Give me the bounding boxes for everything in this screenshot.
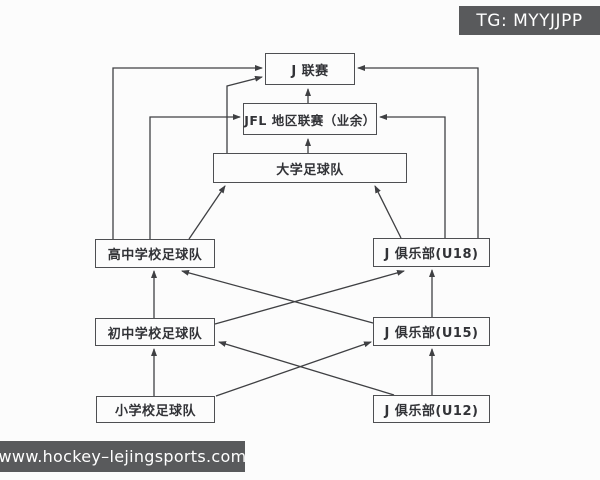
edge-j-club-u18-to-jfl xyxy=(379,114,446,238)
node-university: 大学足球队 xyxy=(213,153,407,183)
node-j-club-u15-label: J 俱乐部(U15) xyxy=(384,326,479,341)
node-j-club-u12-label: J 俱乐部(U12) xyxy=(384,403,479,419)
tg-badge-text: TG: MYYJJPP xyxy=(476,10,583,31)
node-j-club-u18-label: J 俱乐部(U18) xyxy=(384,247,479,262)
node-high-school-label: 高中学校足球队 xyxy=(107,248,203,263)
edge-j-club-u18-to-j-league xyxy=(357,65,479,238)
edge-j-club-u12-to-junior-high xyxy=(218,341,395,396)
node-j-club-u12: J 俱乐部(U12) xyxy=(373,395,490,423)
node-j-club-u18: J 俱乐部(U18) xyxy=(373,238,490,267)
node-j-league: J 联赛 xyxy=(265,53,355,85)
node-jfl: JFL 地区联赛（业余） xyxy=(243,103,377,135)
node-elementary-label: 小学校足球队 xyxy=(114,404,196,419)
node-j-league-label: J 联赛 xyxy=(291,63,329,79)
node-university-label: 大学足球队 xyxy=(276,162,344,178)
edge-university-to-j-league xyxy=(226,75,263,153)
node-elementary: 小学校足球队 xyxy=(96,396,215,423)
edge-high-school-to-j-league xyxy=(112,65,263,239)
edge-elementary-to-j-club-u15 xyxy=(215,341,372,397)
node-junior-high: 初中学校足球队 xyxy=(95,318,215,346)
node-high-school: 高中学校足球队 xyxy=(95,239,215,268)
edge-high-school-to-jfl xyxy=(149,114,241,239)
tg-badge: TG: MYYJJPP xyxy=(459,6,600,35)
node-junior-high-label: 初中学校足球队 xyxy=(107,326,203,342)
watermark: www.hockey–lejingsports.com xyxy=(0,441,247,472)
edge-j-club-u18-to-university xyxy=(374,185,402,239)
node-jfl-label: JFL 地区联赛（业余） xyxy=(244,112,376,128)
edge-high-school-to-university xyxy=(188,185,226,240)
edge-j-club-u15-to-high-school xyxy=(181,269,374,324)
edge-junior-high-to-j-club-u18 xyxy=(214,270,405,325)
node-j-club-u15: J 俱乐部(U15) xyxy=(373,317,490,346)
watermark-text: www.hockey–lejingsports.com xyxy=(0,447,247,466)
